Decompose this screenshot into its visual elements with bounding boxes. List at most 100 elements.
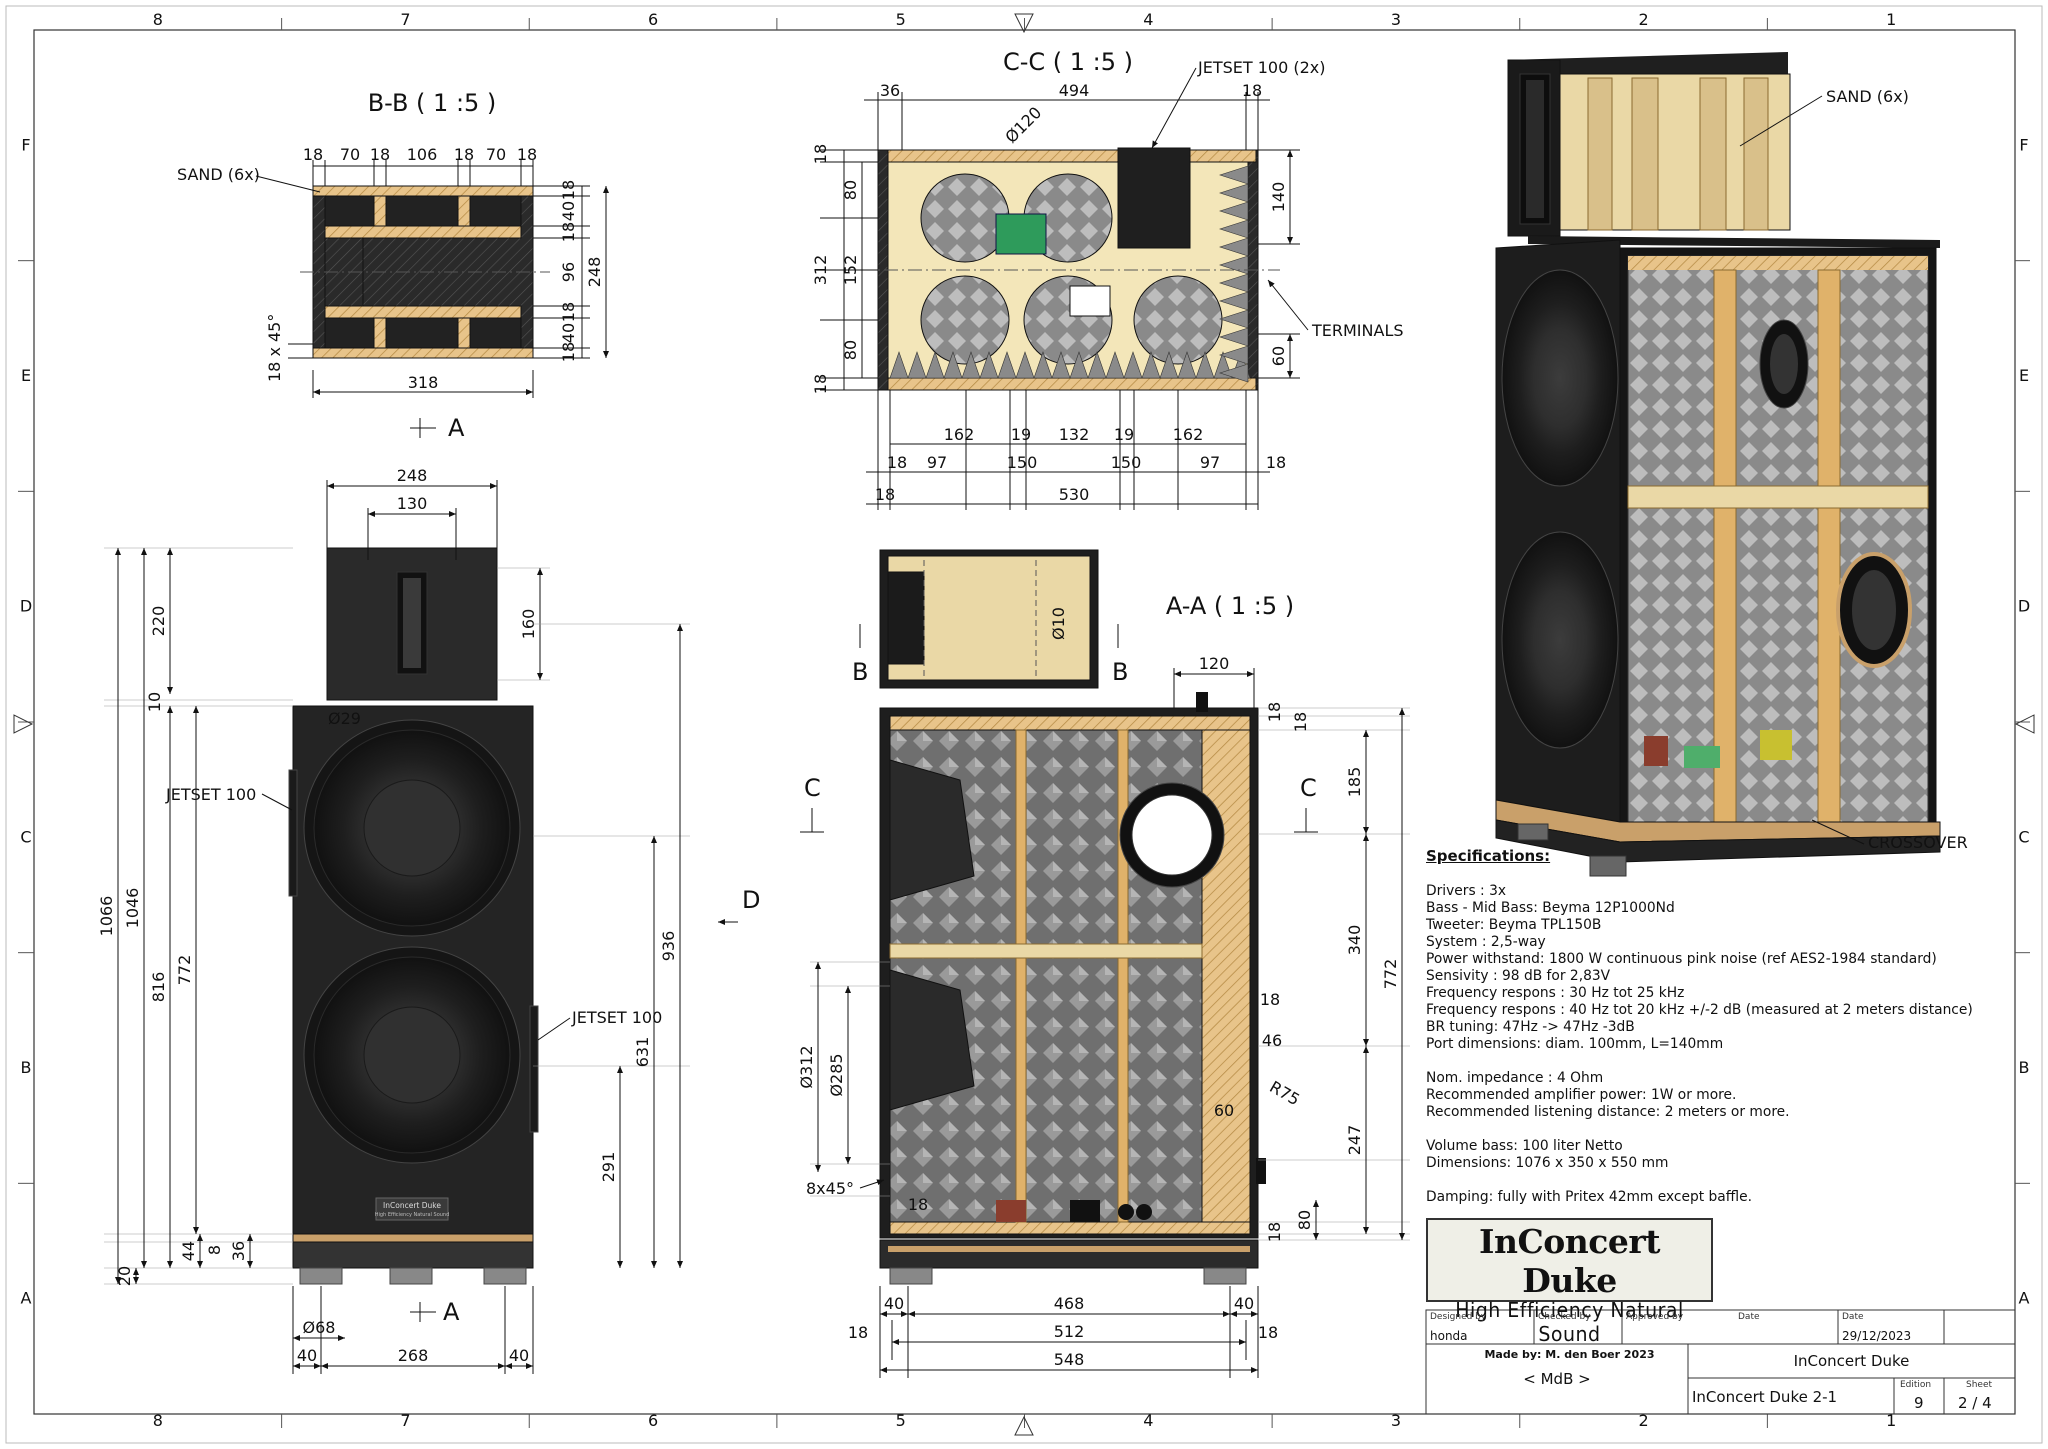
logo-title: InConcert Duke [1479, 1222, 1660, 1300]
specs-group3: Volume bass: 100 liter Netto Dimensions:… [1426, 1138, 2026, 1172]
front-left-dim: 1046 [123, 888, 142, 929]
cc-foam-spike [1033, 351, 1053, 379]
cc-left-dim: 152 [841, 255, 860, 286]
bb-right-dim: 96 [559, 262, 578, 282]
front-port-dia: Ø29 [328, 709, 361, 728]
bb-right-dim: 40 [559, 323, 578, 343]
cc-foam-spike [1219, 165, 1249, 185]
cc-foam-spike [1195, 351, 1215, 379]
cc-foam-spike [1123, 351, 1143, 379]
title-block-frame [1425, 1309, 2016, 1415]
tb-checked-by-label: Checked by [1538, 1312, 1591, 1322]
bb-right-dim: 18 [559, 302, 578, 322]
aa-bottom-dim: 40 [884, 1294, 904, 1313]
cc-driver-hole [1133, 275, 1223, 365]
cc-foam-spike [1219, 327, 1249, 347]
cc-foam-spike [1219, 363, 1249, 383]
tb-designed-by-label: Designed by [1430, 1312, 1487, 1322]
zone-column-label: 2 [1638, 1411, 1648, 1430]
aa-left-dim: Ø312 [797, 1045, 816, 1088]
zone-column-label: 5 [896, 1411, 906, 1430]
front-left-dim: 1066 [97, 896, 116, 937]
zone-column-label: 2 [1638, 10, 1648, 29]
zone-row-label: D [2018, 597, 2030, 616]
cc-foam-spike [1141, 351, 1161, 379]
zone-row-label: E [21, 366, 31, 385]
aa-bottom-dim: 548 [1054, 1350, 1085, 1369]
aa-left-dim: 8x45° [806, 1179, 854, 1198]
cc-foam-spike [943, 351, 963, 379]
cc-top-dim: 18 [1242, 81, 1262, 100]
cc-terminals-label: TERMINALS [1311, 321, 1404, 340]
iso-crossover-label: CROSSOVER [1868, 833, 1968, 852]
zone-column-label: 5 [896, 10, 906, 29]
cc-bottom-dim: 162 [1173, 425, 1204, 444]
specs-group2: Nom. impedance : 4 Ohm Recommended ampli… [1426, 1070, 2026, 1121]
bb-width-dim: 318 [408, 373, 439, 392]
cc-foam-spike [1015, 351, 1035, 379]
aa-bottom-dim: 468 [1054, 1294, 1085, 1313]
front-section-a: A [443, 1298, 460, 1326]
zone-row-label: F [2019, 135, 2028, 154]
aa-b-left: B [852, 658, 868, 686]
view-cc-title: C-C ( 1 :5 ) [1003, 48, 1133, 76]
front-jetset-right: JETSET 100 [571, 1008, 662, 1027]
view-iso: SAND (6x) CROSSOVER [1495, 52, 1968, 877]
view-aa: A-A ( 1 :5 ) Ø10 B B C C [797, 549, 1410, 1378]
cc-bottom-dim: 530 [1059, 485, 1090, 504]
cc-left-dim: 80 [841, 180, 860, 200]
specs-group1: Drivers : 3x Bass - Mid Bass: Beyma 12P1… [1426, 883, 2026, 1053]
spec-line: Drivers : 3x [1426, 883, 1507, 899]
spec-line: Bass - Mid Bass: Beyma 12P1000Nd [1426, 900, 1675, 916]
bb-top-dim: 106 [407, 145, 438, 164]
bb-sand-label: SAND (6x) [177, 165, 260, 184]
aa-b-right: B [1112, 658, 1128, 686]
cc-left-dim: 312 [811, 255, 830, 286]
spec-line: Power withstand: 1800 W continuous pink … [1426, 951, 1937, 967]
spec-line: Port dimensions: diam. 100mm, L=140mm [1426, 1036, 1724, 1052]
cc-jetset-label: JETSET 100 (2x) [1197, 58, 1325, 77]
specifications-panel: Specifications: Drivers : 3x Bass - Mid … [1426, 848, 2026, 1206]
zone-column-label: 4 [1143, 1411, 1153, 1430]
spec-line: Frequency respons : 40 Hz tot 20 kHz +/-… [1426, 1002, 1973, 1018]
spec-line: Dimensions: 1076 x 350 x 550 mm [1426, 1155, 1669, 1171]
zone-column-label: 8 [153, 1411, 163, 1430]
spec-line: Recommended listening distance: 2 meters… [1426, 1104, 1790, 1120]
aa-right-dim: 772 [1381, 959, 1400, 990]
zone-column-label: 6 [648, 10, 658, 29]
cc-top-dim: 36 [880, 81, 900, 100]
zone-row-label: A [21, 1289, 32, 1308]
cc-foam-spike [1159, 351, 1179, 379]
tb-sheet: 2 / 4 [1958, 1394, 1992, 1412]
spec-line: System : 2,5-way [1426, 934, 1546, 950]
cc-dia-label: Ø120 [1001, 103, 1045, 147]
zone-row-label: E [2019, 366, 2029, 385]
aa-right-dim: 18 [1291, 712, 1310, 732]
iso-sand-label: SAND (6x) [1826, 87, 1909, 106]
spec-line: Tweeter: Beyma TPL150B [1426, 917, 1602, 933]
zone-column-label: 1 [1886, 10, 1896, 29]
front-bottom-dim: 268 [398, 1346, 429, 1365]
aa-bottom-dim: 18 [1258, 1323, 1278, 1342]
aa-top-dim: 120 [1199, 654, 1230, 673]
aa-right-dim: 247 [1345, 1125, 1364, 1156]
front-section-d: D [742, 886, 760, 914]
aa-right-dim: 80 [1295, 1210, 1314, 1230]
cc-foam-spike [1051, 351, 1071, 379]
front-left-dim: 8 [205, 1245, 224, 1255]
spec-damping: Damping: fully with Pritex 42mm except b… [1426, 1189, 1752, 1205]
zone-row-label: B [2019, 1058, 2030, 1077]
cc-bottom-dim: 150 [1007, 453, 1038, 472]
cc-foam-spike [1219, 201, 1249, 221]
cc-bottom-dim: 150 [1111, 453, 1142, 472]
zone-column-label: 3 [1391, 1411, 1401, 1430]
cc-bottom-dim: 97 [1200, 453, 1220, 472]
tb-drawing-name: InConcert Duke 2-1 [1692, 1388, 1838, 1406]
zone-row-label: A [2019, 1289, 2030, 1308]
bb-top-dim: 70 [340, 145, 360, 164]
aa-right-dim: 340 [1345, 925, 1364, 956]
aa-right-dim: R75 [1266, 1077, 1303, 1109]
